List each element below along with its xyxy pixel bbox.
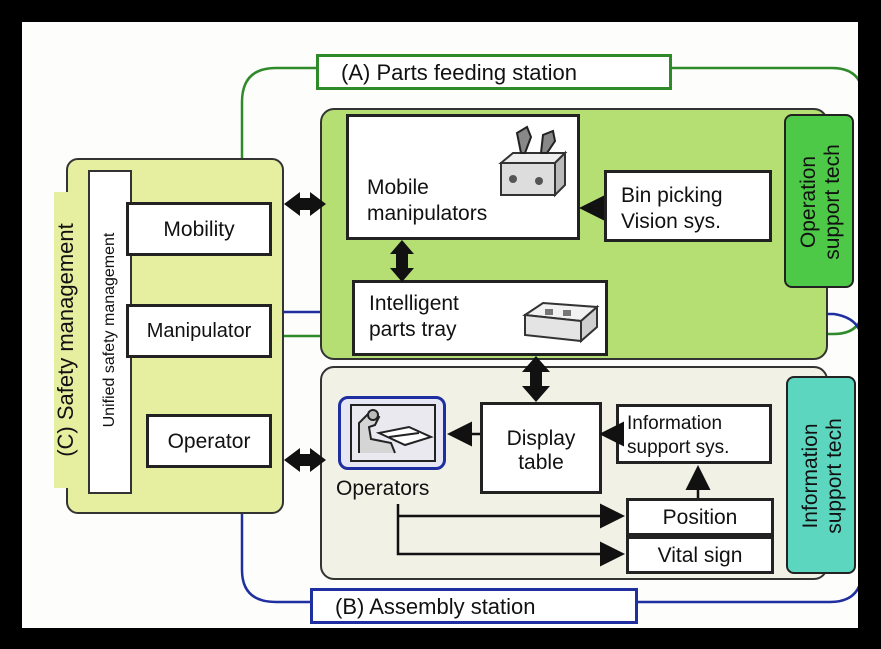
bin-picking-line2: Vision sys. [621, 210, 721, 233]
info-support-sys-box: Information support sys. [616, 404, 772, 464]
mobile-manipulators-line2: manipulators [367, 202, 488, 225]
parts-tray-line1: Intelligent [369, 292, 459, 315]
arrows-layer [284, 192, 711, 567]
mobility-box: Mobility [126, 202, 272, 256]
vital-sign-text: Vital sign [657, 544, 743, 567]
position-text: Position [662, 506, 738, 529]
double-arrow-icon [522, 356, 550, 402]
double-arrow-icon [284, 192, 326, 216]
operator-text: Operator [167, 430, 251, 453]
manipulator-text: Manipulator [146, 320, 252, 342]
display-table-line2: table [518, 451, 564, 474]
info-support-tech-tag: Information support tech [786, 376, 856, 574]
assembly-station-text: (B) Assembly station [335, 594, 536, 619]
double-arrow-icon [390, 240, 414, 282]
assembly-station-label: (B) Assembly station [310, 588, 638, 624]
diagram-canvas: (A) Parts feeding station (B) Assembly s… [22, 22, 858, 628]
mobile-manipulators-box: Mobile manipulators [346, 114, 580, 240]
operator-box: Operator [146, 414, 272, 468]
operator-desk-icon [350, 404, 436, 462]
operation-support-tech-tag: Operation support tech [784, 114, 854, 288]
display-table-box: Display table [480, 402, 602, 494]
mobility-text: Mobility [163, 218, 235, 241]
parts-tray-icon [522, 301, 600, 344]
display-table-line1: Display [506, 427, 576, 450]
info-support-sys-line2: support sys. [627, 437, 730, 458]
double-arrow-icon [284, 448, 326, 472]
robot-arm-icon [498, 125, 568, 198]
bin-picking-line1: Bin picking [621, 184, 723, 207]
safety-management-tag [54, 192, 82, 488]
vital-sign-box: Vital sign [626, 536, 774, 574]
parts-tray-box: Intelligent parts tray [352, 280, 608, 356]
bin-picking-box: Bin picking Vision sys. [604, 170, 772, 242]
info-support-sys-line1: Information [627, 413, 723, 434]
position-box: Position [626, 498, 774, 536]
operators-icon-box [338, 396, 446, 470]
parts-tray-line2: parts tray [369, 318, 457, 341]
operators-label: Operators [336, 477, 430, 500]
manipulator-box: Manipulator [126, 304, 272, 358]
parts-feeding-station-label: (A) Parts feeding station [316, 54, 672, 90]
parts-feeding-station-text: (A) Parts feeding station [341, 60, 578, 85]
station-outlines [240, 66, 858, 604]
mobile-manipulators-line1: Mobile [367, 176, 429, 199]
